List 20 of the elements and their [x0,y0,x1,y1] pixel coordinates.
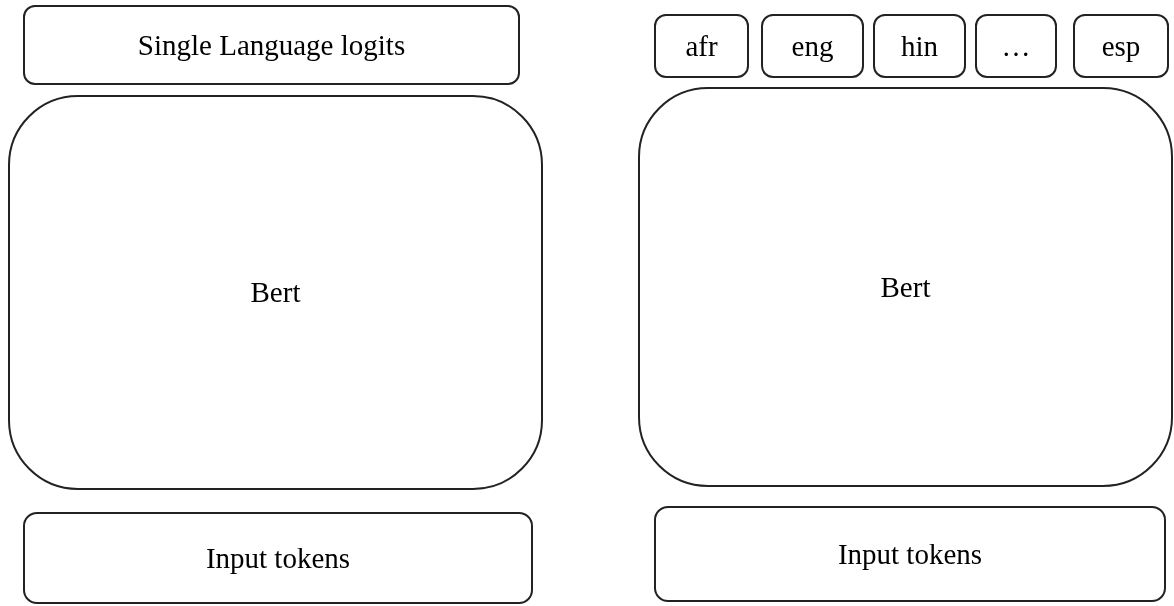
rounded-box [761,14,864,78]
box-label: Single Language logits [137,27,406,63]
rounded-box [8,95,543,490]
box-label: eng [791,28,834,64]
rounded-box [23,5,520,85]
rounded-box [975,14,1057,78]
rounded-box [654,14,749,78]
box-label: esp [1101,28,1141,64]
rounded-box [23,512,533,604]
box-label: Input tokens [205,540,351,576]
box-label: … [1001,28,1031,64]
rounded-box [873,14,966,78]
box-label: hin [900,28,939,64]
box-label: afr [685,28,718,64]
rounded-box [654,506,1166,602]
box-label: Bert [880,269,931,305]
rounded-box [1073,14,1169,78]
rounded-box [638,87,1173,487]
box-label: Bert [250,275,301,311]
box-label: Input tokens [837,536,983,572]
